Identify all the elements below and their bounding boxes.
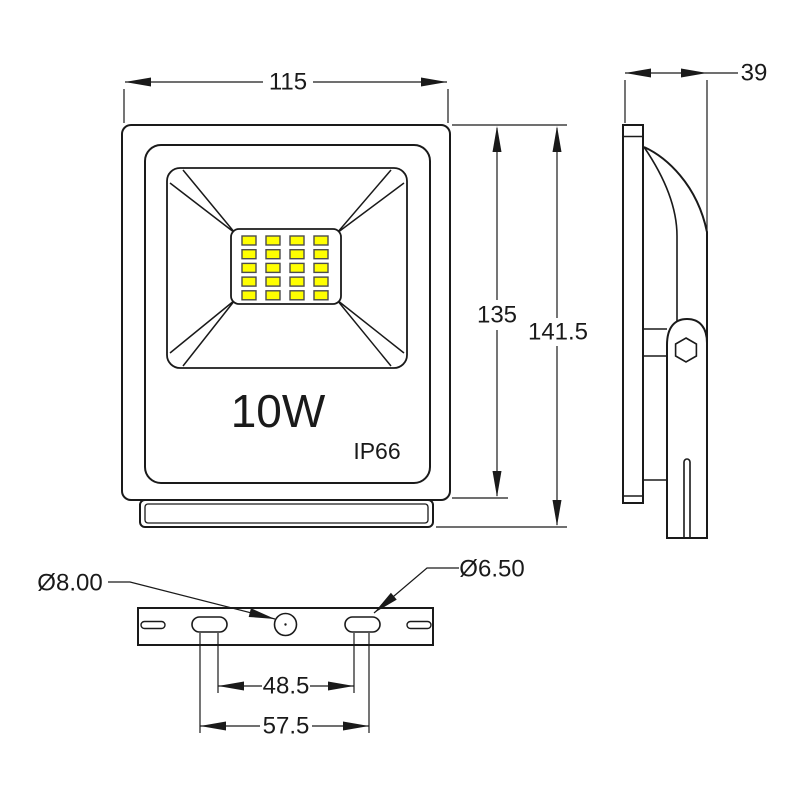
width-ext-lines (123, 89, 449, 123)
led-chip (265, 276, 281, 287)
arrow-icon (492, 126, 502, 152)
led-chip (241, 262, 257, 274)
led-chip (313, 276, 329, 287)
center-hole-diameter-label: Ø8.00 (37, 570, 102, 597)
base-bracket-inner (144, 503, 429, 524)
pivot-boss-lines (643, 328, 667, 357)
depth-ext-lines (624, 80, 708, 230)
floodlight-body-outline (121, 124, 451, 501)
arrow-icon (200, 721, 226, 731)
led-chip (313, 290, 329, 301)
reflector-facet-lines (169, 169, 405, 367)
wattage-label: 10W (231, 385, 326, 437)
arrow-icon (218, 681, 244, 691)
depth-dim-label: 39 (741, 60, 768, 87)
right-notch-slot (406, 620, 432, 630)
side-view (622, 124, 708, 539)
side-front-plate (622, 124, 644, 504)
bottom-view (137, 607, 434, 646)
arrow-icon (421, 77, 447, 87)
led-chip (265, 235, 281, 246)
led-chip (289, 262, 305, 274)
side-housing-curve-outer (643, 146, 708, 538)
arrow-icon (552, 126, 562, 152)
front-view (121, 124, 451, 528)
center-hole-mark (284, 623, 287, 626)
led-chip (313, 235, 329, 246)
led-chip (313, 262, 329, 274)
arm-slot (683, 458, 691, 538)
side-housing-curve-inner (643, 146, 678, 329)
led-chip (289, 235, 305, 246)
mounting-arm (666, 317, 708, 539)
reflector-opening (166, 167, 408, 369)
left-notch-slot (140, 620, 166, 630)
drawing-linework (108, 72, 738, 733)
led-chip (241, 235, 257, 246)
led-chip (241, 276, 257, 287)
outer-spacing-dim-label: 57.5 (263, 713, 310, 740)
center-hole-leader (108, 581, 276, 620)
lens-frame (144, 144, 431, 484)
spacing-ext-lines (199, 633, 370, 733)
drawing-labels: 115 135 141.5 39 10W IP66 Ø8.00 Ø6.50 48… (37, 60, 767, 740)
led-chip (265, 290, 281, 301)
led-chip (313, 248, 329, 260)
inner-spacing-dim-label: 48.5 (263, 673, 310, 700)
led-chip (241, 248, 257, 260)
left-mounting-slot (191, 616, 228, 633)
bottom-plate (137, 607, 434, 646)
slot-diameter-label: Ø6.50 (459, 556, 524, 583)
led-chip (265, 262, 281, 274)
base-bracket-outer (139, 499, 434, 528)
right-mounting-slot (344, 616, 381, 633)
ip-rating-label: IP66 (353, 438, 400, 464)
led-chip (241, 290, 257, 301)
arrow-icon (125, 77, 151, 87)
arrow-icon (328, 681, 354, 691)
arrow-icon (681, 68, 707, 78)
slot-hole-leader (373, 567, 459, 614)
body-height-dim-label: 135 (477, 302, 517, 329)
width-dim-label: 115 (269, 69, 307, 96)
led-chip (289, 248, 305, 260)
arrow-icon (343, 721, 369, 731)
hex-bolt-icon (674, 337, 698, 363)
led-chip (265, 248, 281, 260)
led-chip (289, 290, 305, 301)
arrow-icon (625, 68, 651, 78)
center-mounting-hole (273, 612, 298, 637)
height-ext-lines (436, 124, 567, 528)
total-height-dim-label: 141.5 (528, 319, 588, 346)
led-chip (289, 276, 305, 287)
arrow-icon (552, 500, 562, 526)
arrow-icon (492, 471, 502, 497)
leader-arrow-icon (248, 608, 277, 624)
